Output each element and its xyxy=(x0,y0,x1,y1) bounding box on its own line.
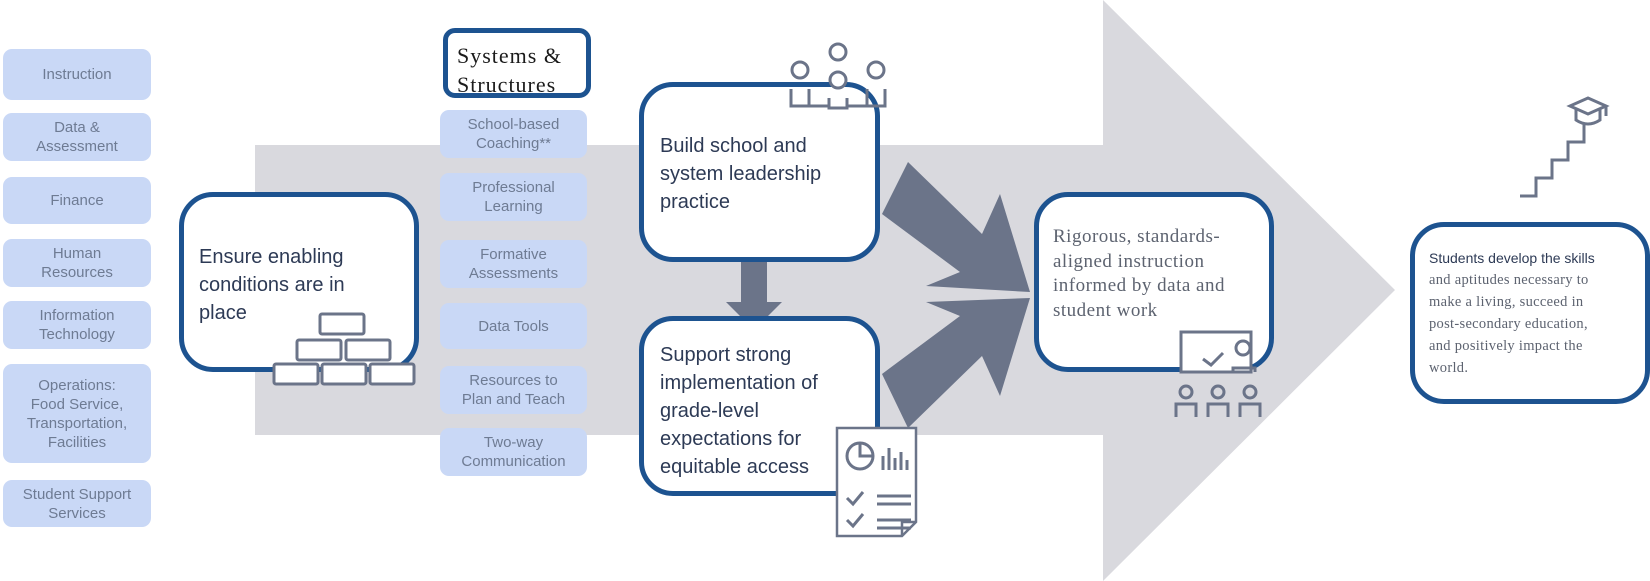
bricks-icon xyxy=(272,312,416,386)
systems-item-label: Data Tools xyxy=(478,317,549,335)
systems-item-label: Resources to Plan and Teach xyxy=(461,372,566,408)
sidebar-item-label: Instruction xyxy=(42,66,112,83)
report-document-icon xyxy=(835,426,918,538)
systems-title-text: Systems & Structures xyxy=(457,43,562,97)
sidebar-item-label: Operations: Food Service, Transportation… xyxy=(26,376,128,451)
systems-item-label: School-based Coaching** xyxy=(467,116,560,152)
systems-item-data-tools: Data Tools xyxy=(440,303,587,349)
leadership-practice-text: Build school and system leadership pract… xyxy=(660,135,822,213)
sidebar-item-label: Human Resources xyxy=(41,245,113,281)
people-group-icon xyxy=(789,42,887,110)
upper-diagonal-arrow xyxy=(882,162,1030,292)
systems-item-label: Two-way Communication xyxy=(461,434,566,470)
systems-item-resources: Resources to Plan and Teach xyxy=(440,366,587,414)
systems-item-two-way-communication: Two-way Communication xyxy=(440,428,587,476)
outcome-text-rest: and aptitudes necessary to make a living… xyxy=(1429,272,1589,376)
instruction-box: Rigorous, standards- aligned instruction… xyxy=(1034,192,1274,372)
sidebar-item-label: Data & Assessment xyxy=(36,119,118,155)
implementation-text: Support strong implementation of grade-l… xyxy=(660,344,818,478)
converging-arrows xyxy=(882,162,1030,428)
sidebar-item-information-technology: Information Technology xyxy=(3,301,151,349)
sidebar-item-label: Student Support Services xyxy=(22,485,132,522)
sidebar-item-finance: Finance xyxy=(3,177,151,224)
sidebar-item-instruction: Instruction xyxy=(3,49,151,100)
teacher-students-icon xyxy=(1174,330,1262,417)
sidebar-item-human-resources: Human Resources xyxy=(3,239,151,287)
lower-diagonal-arrow xyxy=(882,298,1030,428)
outcome-text: Students develop the skills and aptitude… xyxy=(1429,247,1595,379)
systems-item-label: Professional Learning xyxy=(472,179,555,215)
leadership-practice-box: Build school and system leadership pract… xyxy=(639,82,880,262)
down-arrow xyxy=(726,262,782,330)
sidebar-item-student-support-services: Student Support Services xyxy=(3,480,151,527)
instruction-text: Rigorous, standards- aligned instruction… xyxy=(1053,226,1225,321)
systems-item-professional-learning: Professional Learning xyxy=(440,173,587,221)
systems-item-label: Formative Assessments xyxy=(468,246,559,282)
outcome-text-first-line: Students develop the skills xyxy=(1429,250,1595,266)
systems-item-formative-assessments: Formative Assessments xyxy=(440,240,587,288)
enabling-conditions-text: Ensure enabling conditions are in place xyxy=(199,246,345,324)
graduation-stairs-icon xyxy=(1520,96,1610,198)
systems-item-coaching: School-based Coaching** xyxy=(440,110,587,158)
student-outcome-box: Students develop the skills and aptitude… xyxy=(1410,222,1650,404)
systems-structures-title: Systems & Structures xyxy=(443,28,591,98)
sidebar-item-label: Finance xyxy=(50,192,104,209)
sidebar-item-data-assessment: Data & Assessment xyxy=(3,113,151,161)
sidebar-item-operations: Operations: Food Service, Transportation… xyxy=(3,364,151,463)
sidebar-item-label: Information Technology xyxy=(39,307,115,343)
